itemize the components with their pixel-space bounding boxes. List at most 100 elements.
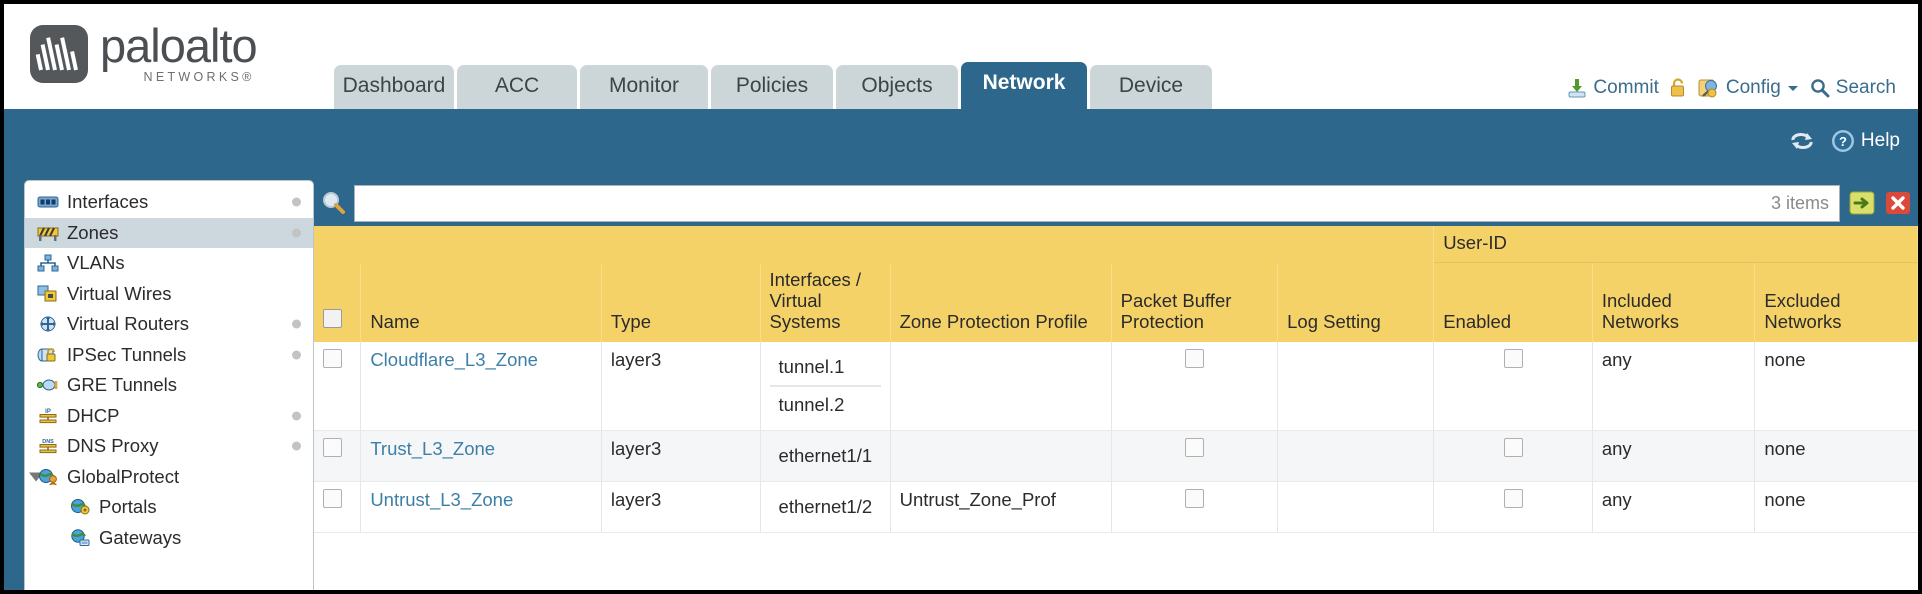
gateways-icon — [69, 529, 91, 547]
tab-dashboard[interactable]: Dashboard — [334, 65, 454, 109]
filter-input[interactable]: 3 items — [354, 184, 1840, 222]
clear-x-icon[interactable] — [1884, 189, 1912, 217]
cell-log-setting — [1277, 341, 1435, 431]
cell-userid-enabled — [1433, 430, 1593, 483]
tab-label: Policies — [735, 74, 809, 97]
help-label: Help — [1860, 129, 1900, 151]
table-group-header-row: User-ID — [314, 226, 1918, 264]
sidebar-item-vlans[interactable]: VLANs — [25, 248, 313, 279]
vlans-icon — [37, 254, 59, 272]
ipsec-tunnels-icon — [37, 346, 59, 364]
cell-name: Trust_L3_Zone — [360, 430, 602, 483]
column-header-label: Excluded Networks — [1764, 290, 1842, 333]
virtual-routers-icon — [37, 315, 59, 333]
packet-buffer-protection-checkbox[interactable] — [1184, 348, 1204, 368]
tab-device[interactable]: Device — [1090, 65, 1212, 109]
cell-type: layer3 — [601, 481, 761, 534]
sidebar-item-label: Gateways — [99, 526, 182, 548]
tab-objects[interactable]: Objects — [836, 65, 958, 109]
sidebar-item-label: GRE Tunnels — [67, 374, 178, 395]
brand-name: paloalto — [100, 19, 258, 72]
svg-text:?: ? — [1839, 134, 1847, 149]
search-button[interactable]: Search — [1809, 77, 1896, 99]
sidebar-item-ipsec-tunnels[interactable]: IPSec Tunnels — [25, 340, 313, 371]
help-link[interactable]: ? Help — [1830, 128, 1900, 154]
tab-label: ACC — [494, 74, 540, 97]
sidebar-item-gre-tunnels[interactable]: GRE Tunnels — [25, 370, 313, 401]
zone-name-link[interactable]: Trust_L3_Zone — [370, 437, 496, 459]
row-select-cell — [314, 341, 362, 431]
column-header-enabled: Enabled — [1433, 262, 1593, 342]
select-all-header — [314, 262, 362, 342]
packet-buffer-protection-checkbox[interactable] — [1184, 489, 1204, 509]
search-magnifier-icon[interactable] — [320, 189, 348, 217]
lock-icon[interactable] — [1668, 77, 1688, 99]
sidebar-item-virtual-routers[interactable]: Virtual Routers — [25, 309, 313, 340]
interface-item: tunnel.1 — [769, 349, 881, 386]
cell-log-setting — [1277, 430, 1435, 483]
tab-network[interactable]: Network — [961, 62, 1087, 109]
cell-included-networks: any — [1592, 430, 1756, 483]
column-header-label: Enabled — [1443, 311, 1512, 333]
tab-label: Network — [982, 71, 1066, 94]
sidebar-item-interfaces[interactable]: Interfaces — [25, 187, 313, 218]
refresh-icon[interactable] — [1788, 129, 1816, 153]
config-label: Config — [1725, 77, 1781, 98]
row-select-checkbox[interactable] — [323, 348, 342, 368]
userid-enabled-checkbox[interactable] — [1503, 489, 1523, 509]
sidebar-item-indicator-dot — [292, 228, 301, 238]
zones-barrier-icon — [37, 224, 59, 242]
dns-proxy-icon: DNS — [37, 437, 59, 455]
config-menu[interactable]: Config — [1697, 77, 1800, 99]
sidebar-item-indicator-dot — [292, 441, 301, 451]
brand-logo: paloalto NETWORKS® — [30, 19, 258, 84]
cell-log-setting — [1277, 481, 1435, 534]
sidebar-item-label: GlobalProtect — [67, 465, 180, 487]
select-all-checkbox[interactable] — [323, 309, 342, 329]
group-header-user-id: User-ID — [1433, 226, 1918, 264]
column-header-pbp: Packet Buffer Protection — [1111, 262, 1279, 342]
blue-banner: ? Help — [4, 109, 1918, 172]
svg-text:IP: IP — [45, 409, 51, 415]
zone-name-link[interactable]: Untrust_L3_Zone — [370, 489, 514, 511]
interfaces-icon — [37, 193, 59, 211]
zone-name-link[interactable]: Cloudflare_L3_Zone — [370, 348, 538, 370]
sidebar-item-gateways[interactable]: Gateways — [25, 523, 313, 554]
sidebar-item-portals[interactable]: Portals — [25, 492, 313, 523]
row-select-checkbox[interactable] — [323, 437, 342, 457]
sidebar-item-virtual-wires[interactable]: Virtual Wires — [25, 279, 313, 310]
sidebar-item-globalprotect[interactable]: GlobalProtect — [25, 462, 313, 493]
sidebar-item-zones[interactable]: Zones — [25, 217, 313, 248]
cell-interfaces: ethernet1/2 — [760, 481, 891, 534]
cell-excluded-networks: none — [1754, 341, 1918, 431]
sidebar-item-label: Zones — [67, 221, 119, 243]
virtual-wires-icon — [37, 285, 59, 303]
userid-enabled-checkbox[interactable] — [1503, 348, 1523, 368]
commit-button[interactable]: Commit — [1566, 77, 1659, 99]
tab-monitor[interactable]: Monitor — [580, 65, 708, 109]
row-select-checkbox[interactable] — [323, 489, 342, 509]
apply-arrow-icon[interactable] — [1848, 189, 1876, 217]
interface-item: ethernet1/2 — [778, 496, 873, 518]
tab-policies[interactable]: Policies — [711, 65, 833, 109]
packet-buffer-protection-checkbox[interactable] — [1184, 437, 1204, 457]
globalprotect-icon — [37, 468, 59, 486]
tab-acc[interactable]: ACC — [457, 65, 577, 109]
userid-enabled-checkbox[interactable] — [1503, 437, 1523, 457]
row-select-cell — [314, 481, 362, 534]
interface-item: ethernet1/1 — [778, 444, 873, 466]
column-header-incl: Included Networks — [1592, 262, 1756, 342]
paloalto-logo-icon — [30, 25, 88, 84]
chevron-down-icon — [1787, 86, 1798, 91]
expand-triangle-icon[interactable] — [29, 472, 43, 482]
